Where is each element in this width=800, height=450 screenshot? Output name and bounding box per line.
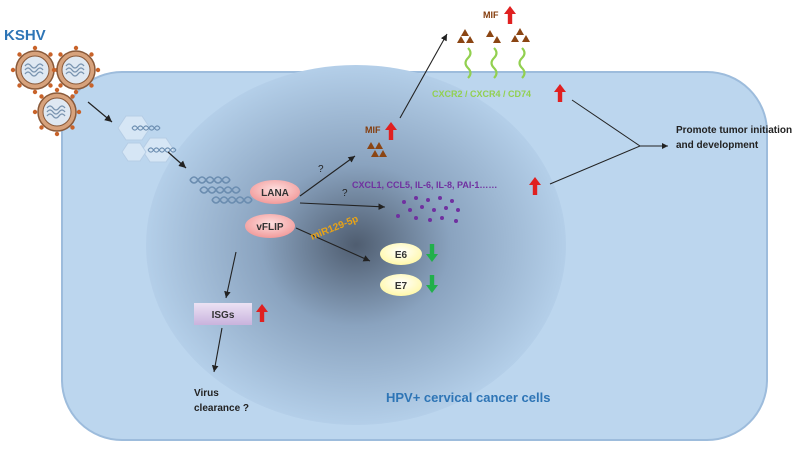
arrow-receptor-outcome xyxy=(571,99,641,147)
up-arrow-icon xyxy=(504,6,516,24)
e7-label: E7 xyxy=(395,281,408,292)
nucleus xyxy=(146,65,566,425)
triangle-mif-icon xyxy=(516,28,524,35)
receptors-label: CXCR2 / CXCR4 / CD74 xyxy=(432,89,531,99)
entry-arrow xyxy=(87,101,113,123)
nuclear-entry-arrow xyxy=(167,151,187,169)
triangle-mif-icon xyxy=(461,29,469,36)
e6-node xyxy=(380,243,422,265)
mif-outer-triangles xyxy=(457,28,530,43)
vflip-label: vFLIP xyxy=(256,222,284,233)
isgs-label: ISGs xyxy=(212,310,235,321)
lana-node xyxy=(250,180,300,204)
arrow-to-isgs xyxy=(224,251,237,299)
triangle-mif-icon xyxy=(493,36,501,43)
outcome-line1: Promote tumor initiation xyxy=(676,125,792,136)
cell-label: HPV+ cervical cancer cells xyxy=(386,390,550,405)
virion-icon xyxy=(51,45,101,95)
triangle-mif-icon xyxy=(466,36,474,43)
cytokine-dots xyxy=(396,196,460,223)
triangle-mif-icon xyxy=(486,30,494,37)
arrow-to-e6e7 xyxy=(295,227,371,262)
uncoating-capsids xyxy=(117,115,177,163)
lana-label: LANA xyxy=(261,188,289,199)
arrow-mif-secretion xyxy=(399,33,448,119)
triangle-mif-icon xyxy=(457,36,465,43)
cytokines-label: CXCL1, CCL5, IL-6, IL-8, PAI-1…… xyxy=(352,180,497,190)
kshv-label: KSHV xyxy=(4,27,46,44)
vflip-node xyxy=(245,214,295,238)
mif-outer-label: MIF xyxy=(483,10,499,20)
isgs-node xyxy=(194,303,252,325)
virus-clearance-line1: Virus xyxy=(194,388,219,399)
mif-inner-label: MIF xyxy=(365,125,381,135)
virion-icon xyxy=(32,87,82,137)
virus-clearance-line2: clearance ? xyxy=(194,403,249,414)
question-mif: ? xyxy=(318,164,324,175)
receptor-icon xyxy=(464,47,526,79)
arrow-cytokine-outcome xyxy=(549,145,641,185)
arrow-to-clearance xyxy=(211,327,223,373)
triangle-mif-icon xyxy=(511,35,519,42)
e7-node xyxy=(380,274,422,296)
arrow-to-mif xyxy=(299,155,356,197)
outcome-line2: and development xyxy=(676,140,759,151)
arrow-to-cytokines xyxy=(299,202,386,210)
e6-label: E6 xyxy=(395,250,408,261)
triangle-mif-icon xyxy=(522,35,530,42)
question-cytokines: ? xyxy=(342,188,348,199)
